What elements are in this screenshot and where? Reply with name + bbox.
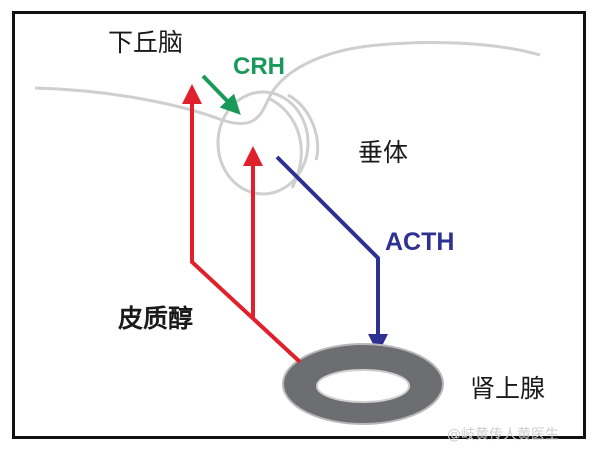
adrenal-gland-hole: [316, 369, 410, 403]
cortisol-label: 皮质醇: [118, 304, 194, 333]
adrenal-label: 肾上腺: [470, 374, 546, 403]
cortisol-feedback-to-hypothalamus-arrow: [182, 84, 302, 364]
watermark: @岐黄传人黄医生: [447, 427, 559, 443]
pituitary-outline: [216, 90, 310, 196]
acth-arrow: [275, 155, 388, 354]
crh-label: CRH: [233, 53, 285, 80]
diagram-frame: [12, 11, 586, 439]
hypothalamus-label: 下丘脑: [108, 28, 184, 57]
hypothalamus-outline: [34, 40, 541, 126]
crh-arrow: [201, 74, 241, 115]
pituitary-stalk: [287, 93, 320, 161]
acth-label: ACTH: [385, 228, 455, 256]
pituitary-label: 垂体: [358, 138, 409, 167]
